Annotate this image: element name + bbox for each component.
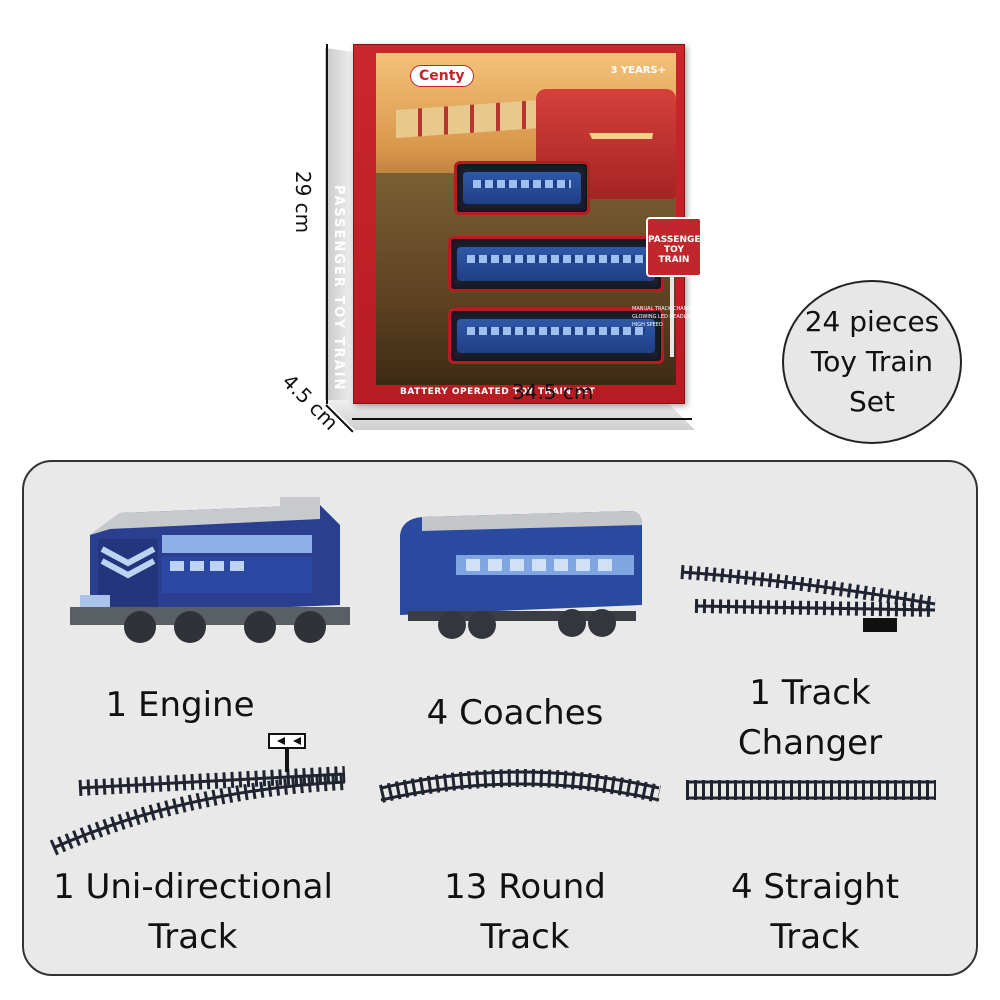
passenger-sign: PASSENGER TOY TRAIN [646, 217, 707, 277]
track-changer-illustration [680, 565, 937, 632]
brand-logo: Centy [410, 65, 474, 87]
width-line [352, 418, 692, 420]
coach-slot [448, 308, 664, 364]
box-bottom-label: BATTERY OPERATED TOY TRAIN SET [400, 387, 596, 397]
engine-label: 1 Engine [105, 685, 255, 725]
round-track-illustration [378, 769, 662, 803]
height-line [326, 44, 328, 404]
box-bottom [325, 400, 695, 430]
uni-directional-track-label: 1 Uni-directional Track [53, 867, 333, 957]
box-artwork: Centy 3 YEARS+ [376, 53, 676, 385]
coaches-label: 4 Coaches [426, 693, 604, 733]
straight-track-illustration [686, 780, 936, 800]
product-box: PASSENGER TOY TRAIN Centy 3 YEARS+ PASSE… [325, 40, 707, 430]
age-label: 3 YEARS+ [610, 65, 666, 76]
track-changer-label: 1 Track Changer [737, 673, 883, 763]
width-dimension: 34.5 cm [512, 380, 594, 404]
feature-bullets: MANUAL TRACK CHANGER GLOWING LED HEADLIG… [632, 306, 699, 328]
straight-track-label: 4 Straight Track [730, 867, 900, 957]
engine-slot [454, 161, 590, 215]
engine-illustration [70, 497, 350, 643]
box-front: PASSENGER TOY TRAIN Centy 3 YEARS+ PASSE… [331, 44, 707, 404]
height-dimension: 29 cm [291, 170, 316, 234]
box-spine-text: PASSENGER TOY TRAIN [331, 185, 346, 392]
coach-illustration [400, 511, 642, 639]
uni-directional-track-illustration [49, 733, 346, 856]
round-track-label: 13 Round Track [444, 867, 606, 957]
coach-slot [448, 236, 664, 292]
pieces-badge: 24 pieces Toy Train Set [782, 280, 962, 444]
